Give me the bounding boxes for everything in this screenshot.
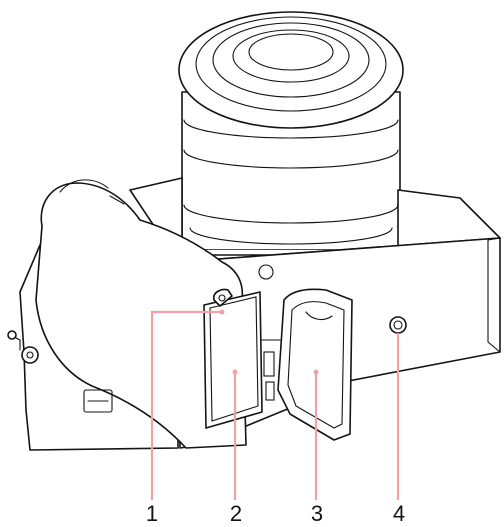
- battery-cover: [277, 288, 353, 441]
- cover-hinge: [261, 339, 281, 401]
- callout-1-label: 1: [145, 501, 159, 526]
- lens-barrel: [178, 11, 404, 273]
- callout-4-label: 4: [392, 501, 406, 526]
- callout-2-label: 2: [229, 501, 243, 526]
- callout-3-label: 3: [310, 501, 324, 526]
- lock-lever: [212, 288, 233, 307]
- battery-compartment: [203, 291, 263, 429]
- callout-1-leader: [150, 310, 222, 500]
- tripod-socket: [389, 316, 407, 334]
